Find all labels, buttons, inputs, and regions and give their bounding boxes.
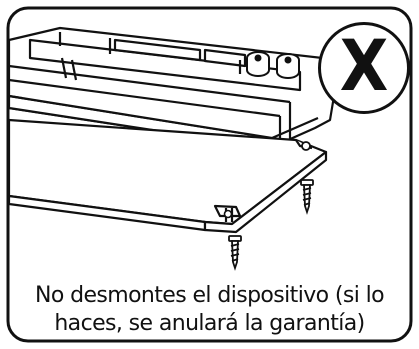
caption-line-1: No desmontes el dispositivo (si lo xyxy=(34,283,385,308)
screw-icon xyxy=(228,235,242,271)
panel-screw-hole xyxy=(301,141,311,151)
prohibited-x-icon: X xyxy=(318,22,410,114)
panel-screw-hole xyxy=(223,209,233,219)
device-knobs xyxy=(246,51,300,79)
caption-line-2: haces, se anulará la garantía) xyxy=(54,311,365,336)
prohibition-letter: X xyxy=(339,25,389,107)
screw-icon xyxy=(300,179,314,215)
base-panel xyxy=(7,118,328,234)
